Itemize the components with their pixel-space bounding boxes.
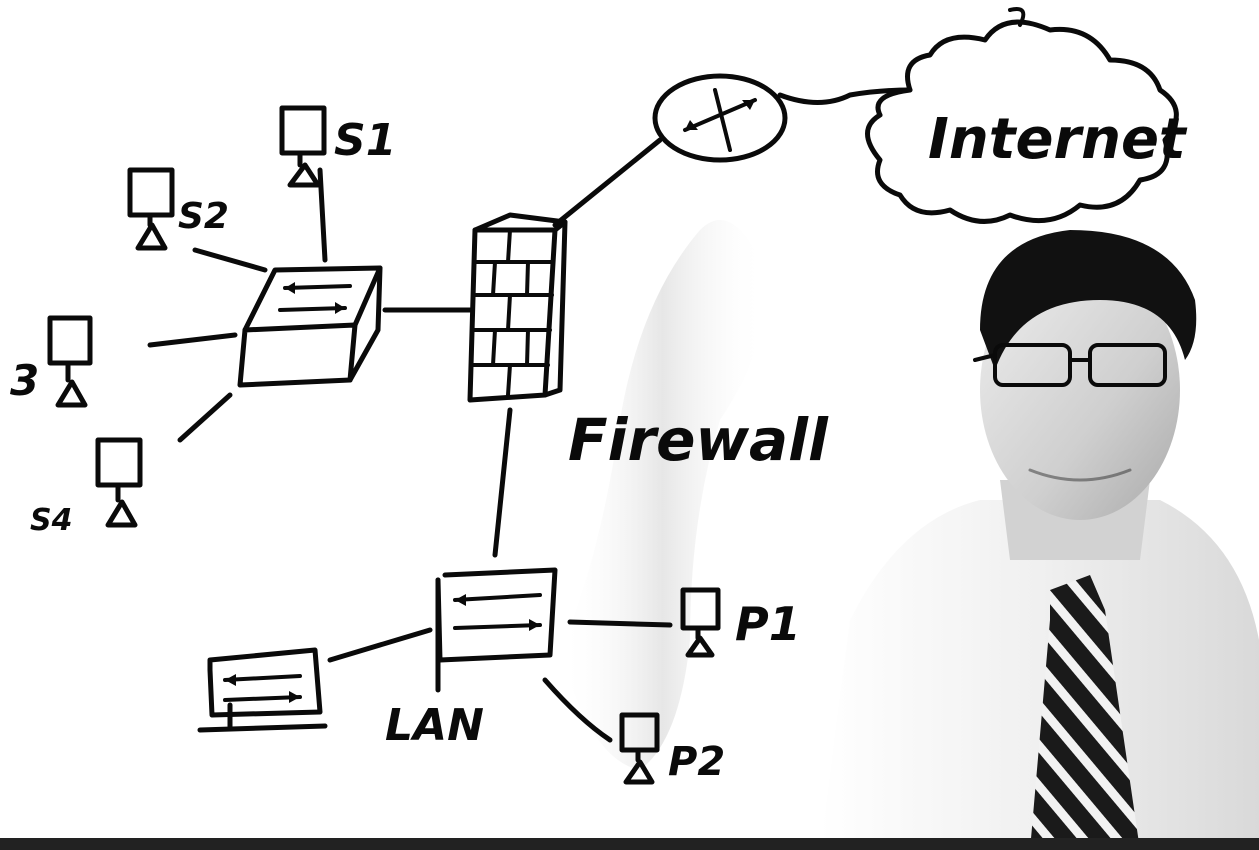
internet-cloud-icon: Internet — [868, 9, 1188, 221]
s1-label: S1 — [334, 115, 396, 166]
lan-switch-icon: LAN — [385, 570, 555, 751]
s4-label: S4 — [30, 503, 72, 538]
server-s1-icon: S1 — [282, 108, 396, 185]
lower-switch-icon — [200, 650, 325, 730]
router-icon — [655, 76, 785, 160]
server-s4-icon: S4 — [30, 440, 140, 538]
presenter-person — [560, 220, 1259, 850]
server-switch-icon — [240, 268, 380, 385]
presenter-arm — [560, 220, 765, 770]
lan-label: LAN — [385, 700, 484, 751]
bottom-bar — [0, 838, 1259, 850]
p1-label: P1 — [735, 597, 801, 651]
p2-label: P2 — [668, 739, 725, 785]
server-s3-icon: 3 — [10, 318, 90, 405]
s3-label: 3 — [10, 356, 39, 405]
internet-label: Internet — [928, 107, 1188, 172]
firewall-label: Firewall — [568, 406, 829, 474]
s2-label: S2 — [178, 196, 229, 237]
pc-p1-icon: P1 — [683, 590, 801, 655]
server-s2-icon: S2 — [130, 170, 229, 248]
